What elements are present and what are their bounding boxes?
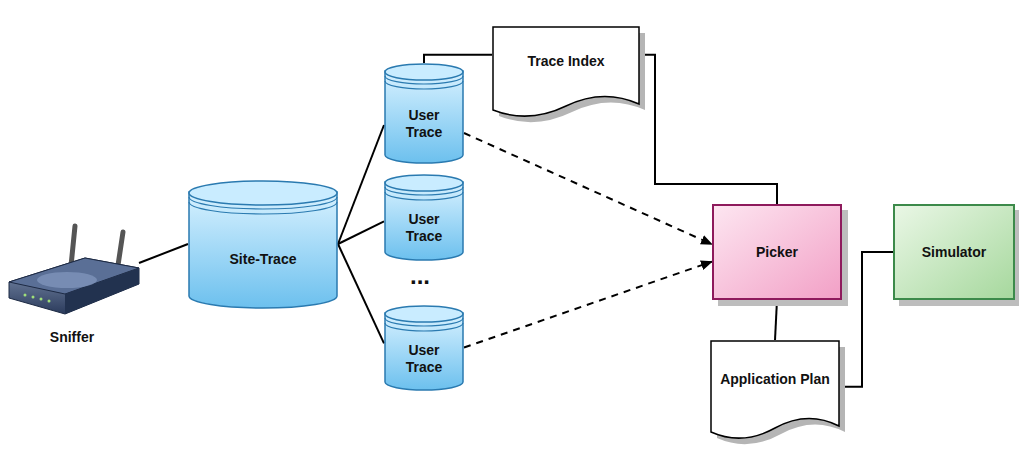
ellipsis-label: ... [410, 262, 430, 290]
connector-line [338, 244, 384, 343]
cyl-outline [188, 180, 338, 308]
document-shape: Application Plan [710, 340, 840, 444]
dashed-arrow [464, 262, 712, 348]
sniffer-router: Sniffer [5, 222, 139, 350]
dashed-arrow [464, 133, 712, 244]
database-cylinder: User Trace [384, 305, 464, 390]
process-box: Simulator [893, 204, 1015, 300]
connector-line [338, 125, 384, 244]
database-cylinder: User Trace [384, 63, 464, 163]
connector-line [775, 300, 777, 340]
doc-outline [492, 26, 640, 122]
document-shape: Trace Index [492, 26, 640, 122]
node-text: Sniffer [50, 329, 94, 346]
node-text: User Trace [398, 342, 450, 376]
node-text: User Trace [398, 211, 450, 245]
node-text: User Trace [398, 107, 450, 141]
node-text: Picker [756, 244, 798, 261]
node-text: Trace Index [527, 53, 604, 70]
node-text: Site-Trace [230, 251, 297, 268]
database-cylinder: Site-Trace [188, 180, 338, 308]
process-box: Picker [712, 204, 842, 300]
database-cylinder: User Trace [384, 174, 464, 260]
connector-line [424, 55, 492, 63]
connector-line [640, 55, 777, 204]
node-text: Application Plan [720, 371, 830, 388]
doc-outline [710, 340, 840, 444]
node-text: Simulator [922, 244, 987, 261]
connector-line [139, 244, 188, 263]
connector-line [338, 221, 384, 244]
